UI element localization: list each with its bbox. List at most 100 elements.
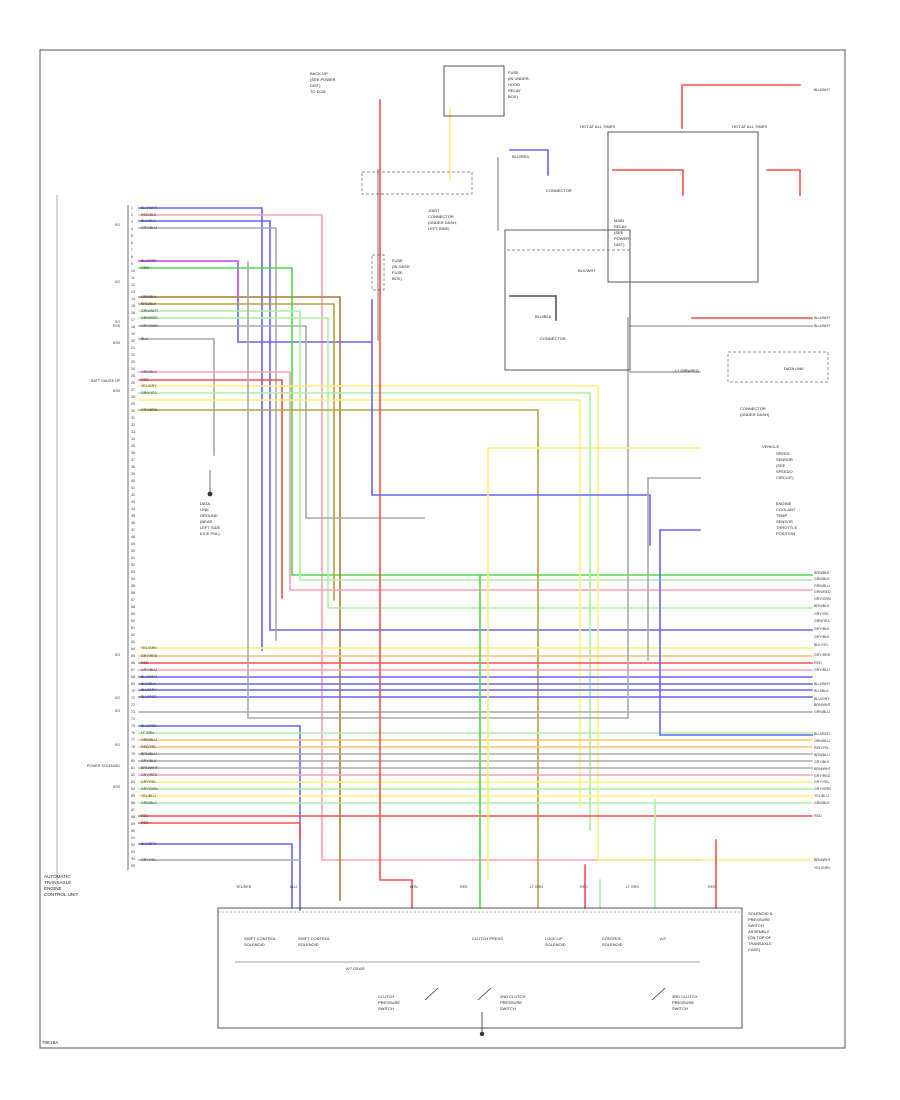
pin-50: 50 — [131, 549, 135, 553]
wire-olive-8 — [138, 303, 335, 601]
pin-15: 15 — [131, 304, 135, 308]
wire-blue-48 — [371, 299, 651, 546]
connector-wire-label: RED — [141, 378, 149, 382]
pin-28: 28 — [131, 395, 135, 399]
right-wire-label: YEL/GRN — [814, 866, 830, 870]
fuse-box-top — [443, 65, 505, 117]
pin-95: 95 — [131, 864, 135, 868]
connector-wire-label: RED — [141, 661, 149, 665]
pin-91: 91 — [131, 836, 135, 840]
pin-43: 43 — [131, 500, 135, 504]
wire-blue-62 — [659, 529, 813, 736]
ecu-function-label: BATT GAUGE UP — [91, 379, 120, 383]
main-relay-4: POWER — [614, 236, 629, 241]
pin-76: 76 — [131, 731, 135, 735]
pin-87: 87 — [131, 808, 135, 812]
pin-47: 47 — [131, 528, 135, 532]
wire-layer — [138, 84, 813, 911]
connector-wire-label: RED/BLK — [141, 213, 157, 217]
pin-11: 11 — [131, 276, 135, 280]
fuse-note-3: HOOD — [508, 82, 520, 87]
trans-name-1: SOLENOID & — [748, 911, 773, 916]
3rd-clutch-switch-icon — [651, 987, 666, 1001]
connector-wire-label: YEL/GRN — [141, 646, 157, 650]
connector-wire-label: BLU/GRY — [141, 688, 157, 692]
pin-24: 24 — [131, 367, 135, 371]
vss-4: (SEE — [776, 463, 786, 468]
pin-64: 64 — [131, 647, 135, 651]
pin-1: 1 — [131, 206, 133, 210]
pin-69: 69 — [131, 682, 135, 686]
pin-54: 54 — [131, 577, 135, 581]
pin-66: 66 — [131, 661, 135, 665]
pin-75: 75 — [131, 724, 135, 728]
ect-4: SENSOR — [776, 519, 793, 524]
right-wire-label: GRY/GRN — [814, 597, 831, 601]
pin-3: 3 — [131, 220, 133, 224]
main-relay-1: MAIN — [614, 218, 624, 223]
pin-34: 34 — [131, 437, 135, 441]
ecu-function-label: SG — [115, 223, 120, 227]
pin-22: 22 — [131, 353, 135, 357]
pin-80: 80 — [131, 759, 135, 763]
inner-3: SHIFT CONTROL — [298, 936, 331, 941]
pin-65: 65 — [131, 654, 135, 658]
data-link-2: CONNECTOR — [740, 406, 766, 411]
ect-3: TEMP — [776, 513, 787, 518]
pin-67: 67 — [131, 668, 135, 672]
right-wire-label: RED — [814, 661, 822, 665]
pin-40: 40 — [131, 479, 135, 483]
right-wire-label: BLU/WHT — [814, 682, 831, 686]
pin-52: 52 — [131, 563, 135, 567]
connector-wire-label: GRN/WHT — [141, 309, 159, 313]
pin-32: 32 — [131, 423, 135, 427]
connector-wire-label: GRY/GRN — [141, 324, 158, 328]
solenoid-switch-assembly — [217, 907, 743, 1029]
right-wire-label: BRN/WHT — [814, 858, 832, 862]
inner-20: SWITCH — [672, 1006, 688, 1011]
right-wire-label: GRN/BLK — [814, 577, 830, 581]
connector-wire-label: GRN — [141, 266, 149, 270]
ecu-name-2: TRANSAXLE — [44, 880, 71, 885]
connector-wire-label: LT GRN — [141, 731, 154, 735]
pin-93: 93 — [131, 850, 135, 854]
pin-57: 57 — [131, 598, 135, 602]
pin-88: 88 — [131, 815, 135, 819]
right-wire-label: GRY/BLK — [814, 627, 830, 631]
wire-ltgrn-16 — [138, 392, 591, 831]
connector-wire-label: ORN/BLK — [141, 370, 157, 374]
ecm-ref-2: (SEE POWER — [310, 77, 336, 82]
pin-9: 9 — [131, 262, 133, 266]
pin-72: 72 — [131, 703, 135, 707]
right-wire-label: BRN/BLU — [814, 753, 830, 757]
pin-21: 21 — [131, 346, 135, 350]
dash-fuse-4: BOX) — [392, 276, 402, 281]
main-relay-3: (SEE — [614, 230, 624, 235]
output-wire-label: LT GRN/RED — [675, 368, 699, 373]
connector-wire-label: YEL/GRY — [141, 384, 157, 388]
wire-yellow-17 — [138, 399, 581, 809]
wire-blue-29 — [138, 725, 301, 911]
wire-brown-7 — [138, 296, 341, 901]
connector-wire-label: GRY/RED — [141, 654, 158, 658]
connector-wire-label: GRY/YEL — [141, 858, 157, 862]
main-relay-2: RELAY — [614, 224, 627, 229]
trans-name-7: CASE) — [748, 947, 761, 952]
pin-61: 61 — [131, 626, 135, 630]
ecu-function-label: SSS — [113, 341, 121, 345]
wire-gray-3 — [138, 227, 277, 641]
inner-6: CONTROL — [602, 936, 622, 941]
pin-94: 94 — [131, 857, 135, 861]
right-edge-wire-labels: BLU/WHTBLU/WHTBLU/WHTBRN/BLKGRN/BLKGRN/B… — [814, 88, 832, 870]
wire-pink-13 — [138, 371, 813, 591]
pin-83: 83 — [131, 780, 135, 784]
right-wire-label: GRY/BLK — [814, 760, 830, 764]
dash-fuse-2: (IN DASH — [392, 264, 410, 269]
ground-icon — [207, 491, 213, 497]
ect-2: COOLANT — [776, 507, 796, 512]
pin-60: 60 — [131, 619, 135, 623]
bottom-wire-label: RED — [708, 885, 716, 889]
right-wire-label: BLU/WHT — [814, 316, 831, 320]
connector-wire-label: BRN/WHT — [141, 766, 159, 770]
